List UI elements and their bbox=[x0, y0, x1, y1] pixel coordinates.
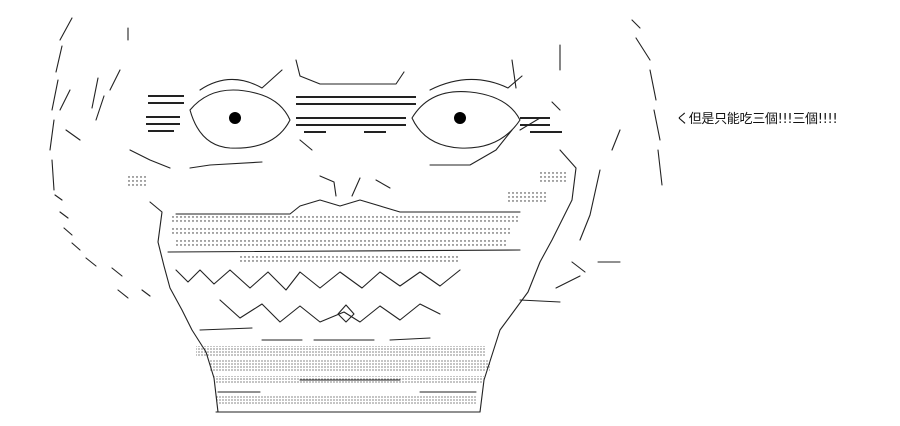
lower-teeth bbox=[219, 299, 441, 323]
right-eye-outline bbox=[411, 90, 521, 149]
nose bbox=[299, 139, 391, 197]
teeth-row bbox=[175, 269, 461, 291]
brow-hatch-center bbox=[296, 96, 416, 98]
left-undereye bbox=[129, 149, 263, 169]
left-eye-outline bbox=[189, 89, 291, 149]
brow-hatch-left bbox=[148, 95, 184, 97]
chin-lines bbox=[199, 327, 431, 341]
mouth-lower bbox=[167, 249, 521, 253]
right-jaw-outer bbox=[519, 169, 621, 303]
hair-strands-left bbox=[59, 27, 129, 141]
left-cheek-marks bbox=[54, 194, 151, 299]
mouth-shading-1 bbox=[170, 216, 520, 224]
left-pupil bbox=[229, 112, 241, 124]
diamond-mark bbox=[337, 304, 355, 323]
head-outline-left bbox=[49, 17, 73, 191]
speech-text: く但是只能吃三個!!!三個!!!! bbox=[676, 112, 838, 127]
brow-hatch-right bbox=[520, 117, 550, 119]
hair-strands-right bbox=[511, 44, 621, 151]
left-brow bbox=[199, 69, 283, 91]
right-jaw bbox=[479, 149, 577, 413]
head-outline-right bbox=[631, 19, 663, 186]
right-brow bbox=[429, 75, 523, 91]
mouth-top bbox=[175, 199, 521, 215]
center-forehead bbox=[295, 59, 405, 85]
right-pupil bbox=[454, 112, 466, 124]
jaw-shading-1 bbox=[196, 346, 486, 356]
cheek-shading-left bbox=[126, 176, 146, 186]
cheek-shading-right bbox=[540, 172, 568, 184]
